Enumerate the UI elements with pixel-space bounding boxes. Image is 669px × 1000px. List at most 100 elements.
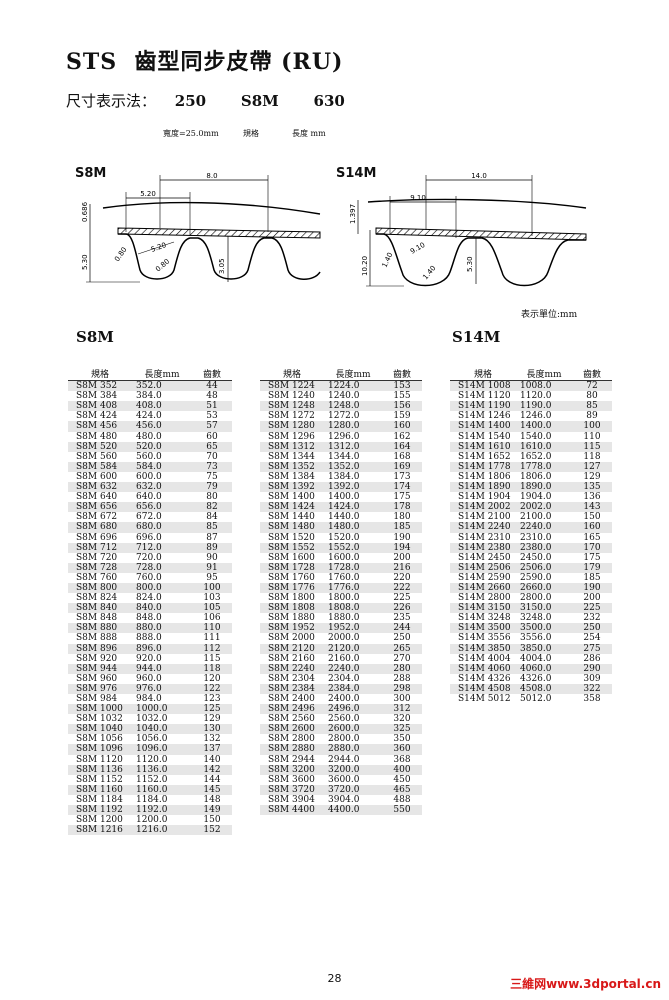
teeth-cell: 130 (192, 724, 232, 735)
teeth-cell: 85 (192, 522, 232, 533)
length-cell: 1352.0 (324, 461, 382, 472)
teeth-cell: 142 (192, 764, 232, 775)
spec-cell: S8M 600 (76, 471, 118, 482)
length-cell: 5012.0 (520, 694, 552, 704)
spec-cell: S14M 1652 (458, 451, 511, 462)
teeth-cell: 162 (393, 431, 411, 442)
length-cell: 1200.0 (136, 815, 168, 826)
length-cell: 984.0 (136, 694, 162, 704)
teeth-cell: 200 (393, 552, 411, 563)
spec-cell: S8M 1192 (68, 805, 132, 816)
spec-cell: S8M 1216 (68, 825, 132, 836)
spec-cell: S14M 2590 (458, 572, 511, 583)
s14m-dim-radius1: 1.40 (381, 251, 395, 269)
spec-cell: S8M 920 (76, 653, 118, 664)
spec-cell: S14M 1400 (450, 421, 516, 432)
spec-cell: S14M 2506 (450, 562, 516, 573)
spec-cell: S8M 1728 (260, 562, 324, 573)
spec-cell: S8M 3200 (260, 764, 324, 775)
teeth-cell: 91 (192, 562, 232, 573)
spec-cell: S8M 1776 (260, 582, 324, 594)
length-cell: 824.0 (136, 593, 162, 604)
teeth-cell: 53 (206, 411, 218, 422)
length-cell: 920.0 (136, 653, 162, 664)
size-width-value: 250 (174, 92, 207, 110)
header-length: 長度mm (132, 370, 192, 382)
length-cell: 1248.0 (324, 401, 382, 412)
spec-cell: S8M 824 (76, 593, 118, 604)
length-cell: 2160.0 (328, 653, 360, 664)
width-caption: 寬度=25.0mm (163, 129, 219, 138)
teeth-cell: 48 (206, 391, 218, 402)
spec-cell: S14M 1246 (458, 411, 511, 422)
teeth-cell: 156 (382, 401, 422, 412)
spec-cell: S8M 1296 (268, 431, 315, 442)
teeth-cell: 118 (583, 451, 601, 462)
length-cell: 2880.0 (324, 744, 382, 755)
length-cell: 1400.0 (328, 492, 360, 503)
length-cell: 2560.0 (328, 714, 360, 725)
teeth-cell: 320 (393, 714, 411, 725)
length-cell: 1096.0 (132, 744, 192, 755)
teeth-cell: 65 (192, 441, 232, 452)
size-notation: 尺寸表示法： 250 S8M 630 (66, 90, 375, 111)
teeth-cell: 322 (572, 683, 612, 694)
teeth-cell: 175 (393, 492, 411, 503)
length-cell: 2450.0 (520, 552, 552, 563)
spec-cell: S8M 3904 (268, 794, 315, 805)
teeth-cell: 150 (583, 512, 601, 523)
length-cell: 1952.0 (324, 623, 382, 634)
length-cell: 1056.0 (136, 734, 168, 745)
length-cell: 2120.0 (324, 643, 382, 654)
spec-cell: S8M 1272 (268, 411, 315, 422)
spec-cell: S8M 1136 (68, 764, 132, 775)
length-cell: 1776.0 (324, 582, 382, 594)
teeth-cell: 125 (192, 704, 232, 715)
teeth-cell: 225 (393, 593, 411, 604)
spec-cell: S14M 1778 (450, 461, 516, 472)
spec-cell: S14M 2002 (450, 502, 516, 513)
teeth-cell: 179 (572, 562, 612, 573)
teeth-cell: 290 (572, 663, 612, 674)
size-notation-label: 尺寸表示法： (66, 92, 157, 110)
teeth-cell: 159 (393, 411, 411, 422)
length-cell: 408.0 (132, 401, 192, 412)
spec-cell: S8M 456 (68, 421, 132, 432)
spec-cell: S8M 656 (68, 502, 132, 513)
s8m-dim-back: 0.686 (81, 201, 89, 222)
length-cell: 4326.0 (520, 673, 552, 684)
length-cell: 640.0 (136, 492, 162, 503)
spec-cell: S8M 1808 (260, 603, 324, 614)
teeth-cell: 325 (382, 724, 422, 735)
spec-cell: S8M 1384 (268, 471, 315, 482)
teeth-cell: 144 (203, 774, 221, 785)
teeth-cell: 123 (203, 694, 221, 704)
teeth-cell: 112 (192, 643, 232, 654)
spec-cell: S8M 3720 (260, 784, 324, 795)
length-cell: 760.0 (136, 572, 162, 583)
teeth-cell: 200 (583, 593, 601, 604)
spec-cell: S14M 1120 (458, 391, 511, 402)
